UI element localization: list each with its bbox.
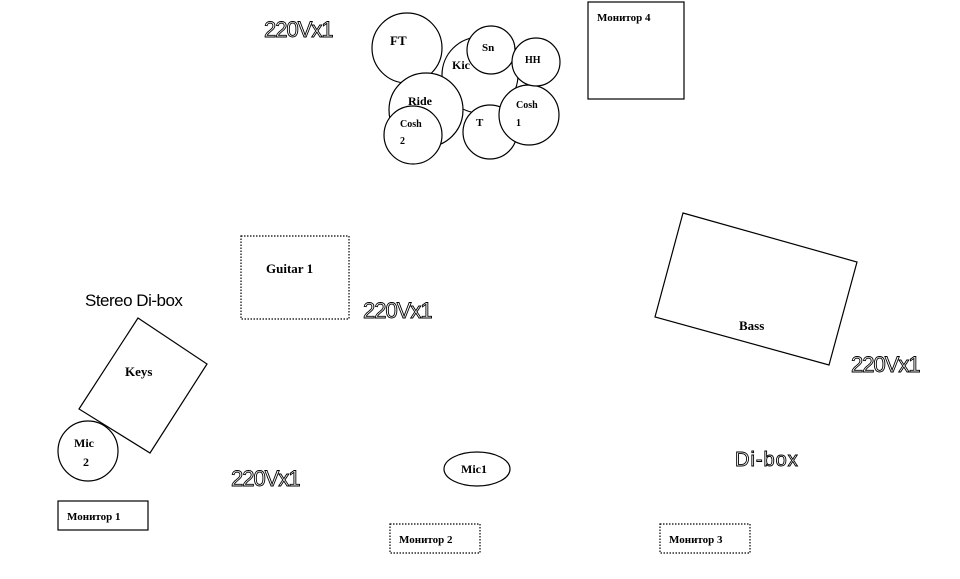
monitor-4: Монитор 4 [587, 1, 685, 100]
mic-2-label-line1: Mic [74, 436, 95, 450]
crash-2-label-line1: Cosh [400, 119, 422, 130]
snare-label: Sn [482, 42, 494, 54]
ride-label: Ride [408, 94, 433, 108]
crash-2-cymbal [383, 105, 443, 165]
power-label-guitar: 220Vx1 [363, 298, 432, 323]
keys: Keys [78, 317, 208, 454]
crash-1-label-line2: 1 [516, 118, 521, 129]
crash-1-cymbal [498, 84, 560, 146]
stereo-dibox-label: Stereo Di-box [85, 291, 183, 310]
crash-1-label-line1: Cosh [516, 100, 538, 111]
monitor-3-label: Монитор 3 [669, 534, 723, 546]
monitor-2-box [389, 523, 481, 554]
monitor-2: Монитор 2 [389, 523, 481, 554]
power-label-bass: 220Vx1 [851, 352, 920, 377]
bass-amp: Bass [654, 212, 858, 366]
hihat-label: HH [525, 55, 541, 66]
drum-kit: FT Kic Sn HH Ride Cosh 2 T Cosh 1 [371, 12, 561, 165]
mic-2: Mic 2 [57, 420, 119, 482]
mic-1-label: Mic1 [461, 462, 487, 476]
guitar-amp-label: Guitar 1 [266, 261, 313, 276]
keys-label: Keys [125, 364, 152, 379]
floor-tom [371, 12, 443, 84]
power-label-keys: 220Vx1 [231, 466, 300, 491]
monitor-1-label: Монитор 1 [67, 511, 121, 523]
kick-label: Kic [452, 58, 471, 72]
keys-box [78, 317, 208, 454]
floor-tom-label: FT [390, 33, 407, 48]
monitor-2-label: Монитор 2 [399, 534, 453, 546]
hihat [511, 37, 561, 87]
monitor-1: Монитор 1 [57, 500, 149, 531]
bass-amp-label: Bass [739, 318, 764, 333]
guitar-amp-box [240, 235, 350, 320]
monitor-1-box [57, 500, 149, 531]
monitor-4-label: Монитор 4 [597, 12, 651, 24]
tom-label: T [476, 117, 484, 129]
monitor-3-box [659, 523, 751, 554]
mic-2-label-line2: 2 [83, 455, 89, 469]
bass-amp-box [654, 212, 858, 366]
bass-dibox-label: Di-box [735, 449, 799, 471]
monitor-4-box [587, 1, 685, 100]
power-label-top: 220Vx1 [264, 17, 333, 42]
crash-2-label-line2: 2 [400, 136, 405, 147]
mic-1: Mic1 [443, 451, 511, 487]
guitar-amp: Guitar 1 [240, 235, 350, 320]
monitor-3: Монитор 3 [659, 523, 751, 554]
mic-2-circle [57, 420, 119, 482]
mic-1-ellipse [443, 451, 511, 487]
